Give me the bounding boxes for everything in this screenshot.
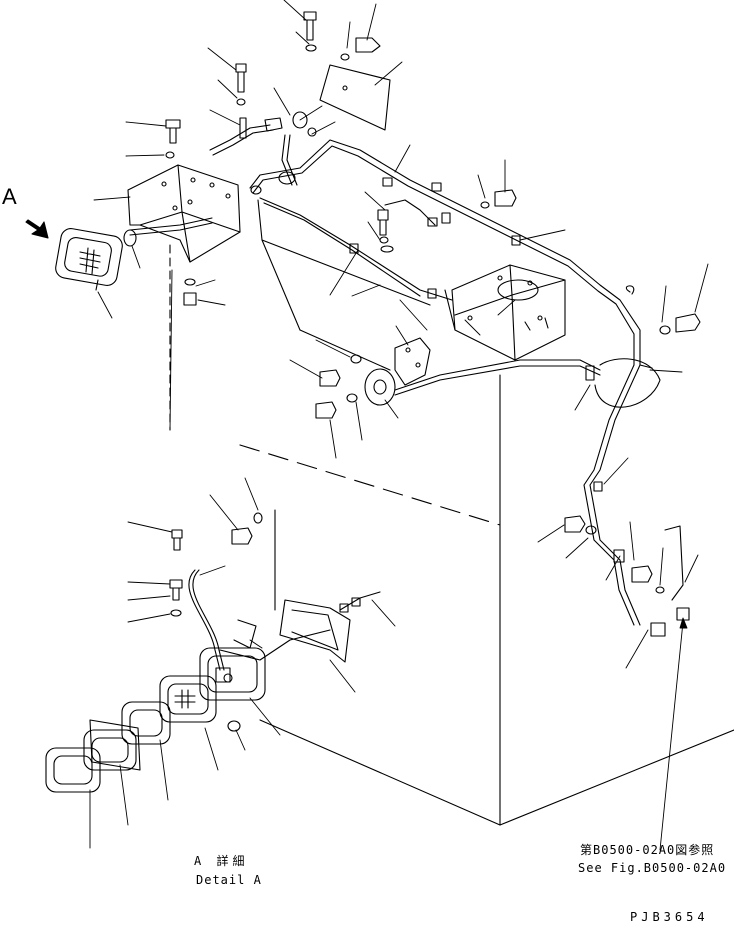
cab-body — [169, 199, 734, 826]
lamp-bracket — [127, 164, 241, 263]
reference-note-jp: 第B0500-02A0図参照 — [580, 843, 715, 857]
rear-lamp — [564, 358, 684, 601]
view-arrow — [25, 219, 49, 239]
horn — [315, 337, 431, 419]
hardware-upper-left — [165, 11, 317, 306]
reference-note-en: See Fig.B0500-02A0 — [578, 861, 727, 875]
detail-caption-en: Detail A — [196, 873, 262, 887]
front-work-lamp — [55, 228, 137, 291]
leader-lines — [89, 0, 709, 851]
view-label: A — [2, 184, 17, 209]
drawing-code: PJB3654 — [630, 910, 709, 924]
detail-a-assembly — [45, 509, 381, 793]
harness-connectors — [239, 111, 690, 637]
relay-box — [451, 264, 566, 361]
hardware-center — [377, 189, 701, 335]
cover-plate — [319, 37, 391, 131]
detail-caption-jp: A 詳細 — [194, 854, 249, 868]
wire-harness — [129, 124, 641, 626]
